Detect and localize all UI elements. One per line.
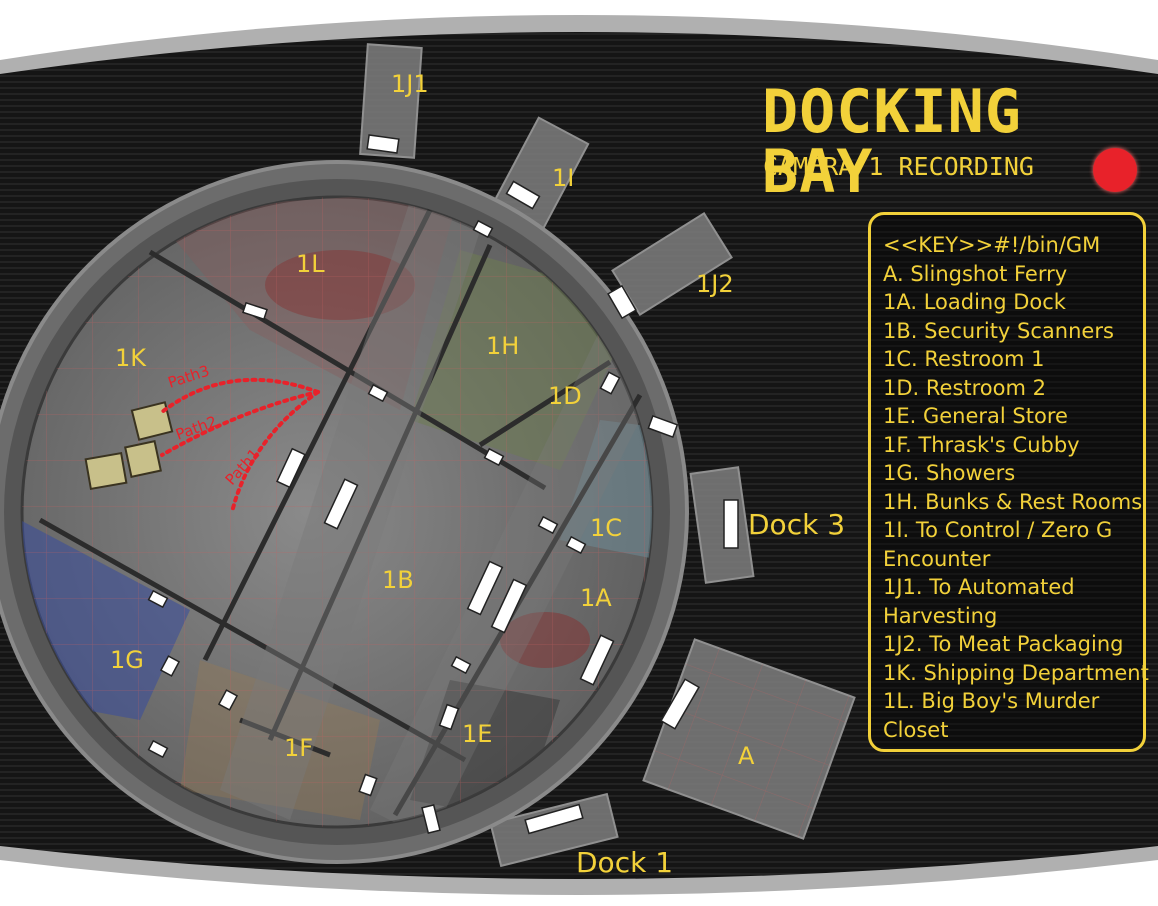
key-line: A. Slingshot Ferry	[883, 261, 1068, 286]
key-line: 1A. Loading Dock	[883, 290, 1066, 314]
dock-label-dock3: Dock 3	[748, 508, 845, 541]
key-line: 1J1. To Automated	[883, 575, 1075, 599]
key-line: 1E. General Store	[883, 404, 1068, 428]
key-line: Harvesting	[883, 603, 998, 628]
key-line: 1C. Restroom 1	[883, 347, 1045, 371]
key-heading: <<KEY>>#!/bin/GM	[883, 233, 1101, 257]
paths	[160, 377, 320, 514]
path1-route	[230, 390, 320, 514]
key-line: 1G. Showers	[883, 461, 1016, 485]
key-line: Closet	[883, 717, 949, 742]
doors	[147, 134, 739, 835]
room-label-1d: 1D	[548, 382, 582, 410]
dock-label-dock1: Dock 1	[576, 846, 673, 879]
path3-route	[160, 377, 320, 414]
room-label-1a: 1A	[580, 584, 612, 612]
room-label-1h: 1H	[486, 332, 519, 360]
key-line: 1H. Bunks & Rest Rooms	[883, 489, 1143, 514]
room-label-a: A	[738, 742, 755, 770]
key-line: Encounter	[883, 546, 991, 571]
room-label-1g: 1G	[110, 646, 144, 674]
path2-route	[160, 390, 320, 457]
key-line: 1J2. To Meat Packaging	[883, 632, 1124, 656]
corridor-dock1	[489, 792, 619, 868]
key-line: 1D. Restroom 2	[883, 375, 1046, 400]
map-key: <<KEY>>#!/bin/GM A. Slingshot Ferry 1A. …	[868, 212, 1149, 752]
key-line: 1B. Security Scanners	[883, 318, 1114, 343]
room-label-1e: 1E	[462, 720, 492, 748]
corridor-1j1	[359, 43, 423, 159]
key-line: 1F. Thrask's Cubby	[883, 432, 1080, 457]
room-label-1k: 1K	[115, 344, 147, 372]
room-label-1i: 1I	[552, 164, 574, 192]
key-line: 1K. Shipping Department	[883, 660, 1149, 685]
room-label-1j2: 1J2	[696, 270, 734, 298]
room-label-1b: 1B	[382, 566, 414, 594]
key-line: 1I. To Control / Zero G	[883, 518, 1113, 542]
corridor-dock3	[689, 466, 755, 584]
record-dot-icon	[1093, 148, 1137, 192]
camera-status: CAMERA 1 RECORDING	[763, 152, 1034, 181]
room-label-1j1: 1J1	[391, 70, 429, 98]
walls	[38, 208, 643, 817]
room-label-1c: 1C	[590, 514, 622, 542]
dock-labels: Dock 3 Dock 1	[576, 508, 845, 879]
map-title: DOCKING BAY	[762, 77, 1022, 207]
room-label-1l: 1L	[296, 250, 325, 278]
room-label-1f: 1F	[284, 734, 313, 762]
key-line: 1L. Big Boy's Murder	[883, 689, 1100, 713]
room-labels: 1J1 1I 1J2 1L 1H 1K 1D 1C 1B 1A 1G 1E 1F…	[110, 70, 755, 770]
